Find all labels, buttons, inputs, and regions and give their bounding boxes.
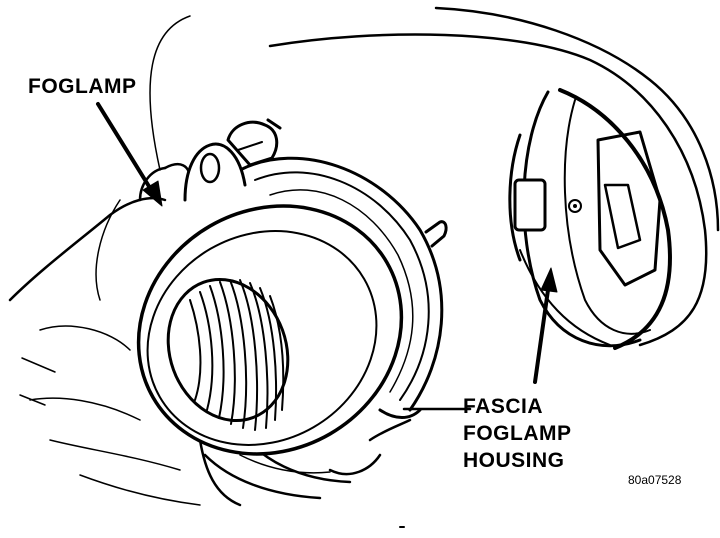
fascia-foglamp-housing-label: FASCIA FOGLAMP HOUSING: [463, 393, 572, 474]
lens-ribs: [189, 279, 285, 431]
housing-label-line-1: FASCIA: [463, 395, 544, 418]
fascia-outline: [149, 6, 720, 347]
housing-label-line-2: FOGLAMP: [463, 422, 572, 445]
housing-leader-arrow: [533, 267, 558, 384]
foglamp-leader-arrow: [96, 102, 163, 207]
housing-label-line-3: HOUSING: [463, 449, 565, 472]
figure-code: 80a07528: [628, 473, 682, 487]
fascia-foglamp-housing: [508, 88, 672, 350]
foglamp-label: FOGLAMP: [28, 75, 137, 98]
foglamp-lens: [136, 204, 404, 456]
